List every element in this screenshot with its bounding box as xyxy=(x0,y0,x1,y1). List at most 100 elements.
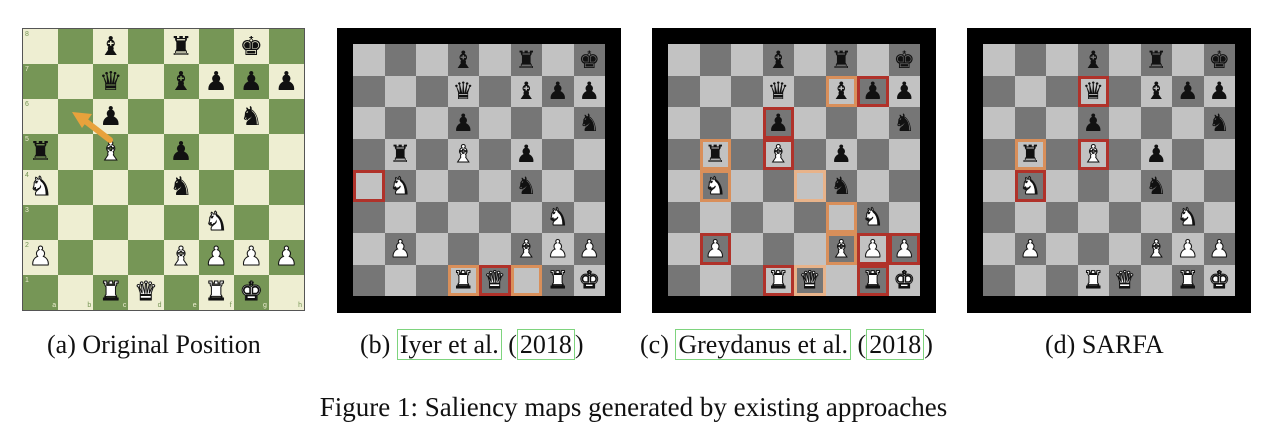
white-bishop-icon: ♝ xyxy=(515,234,537,263)
square-d4 xyxy=(447,170,479,202)
black-pawn-icon: ♟ xyxy=(830,140,852,169)
square-a2 xyxy=(983,233,1015,265)
citation-link-year-c[interactable]: 2018 xyxy=(866,329,925,360)
black-pawn-icon: ♟ xyxy=(1145,140,1167,169)
black-pawn-icon: ♟ xyxy=(861,77,884,106)
square-b4 xyxy=(58,169,94,205)
square-f1: ♜f xyxy=(198,274,234,310)
citation-link-iyer[interactable]: Iyer et al. xyxy=(396,329,502,360)
white-queen-icon: ♛ xyxy=(483,266,506,295)
square-g1: ♜ xyxy=(1172,264,1204,296)
square-c7 xyxy=(731,75,763,107)
black-knight-icon: ♞ xyxy=(1208,108,1230,137)
square-d3 xyxy=(762,201,794,233)
black-pawn-icon: ♟ xyxy=(274,66,299,97)
square-c2 xyxy=(93,239,129,275)
square-d8: ♝ xyxy=(762,44,794,76)
black-bishop-icon: ♝ xyxy=(830,77,852,106)
black-rook-icon: ♜ xyxy=(704,140,726,169)
square-a3 xyxy=(353,201,385,233)
square-a4 xyxy=(668,170,700,202)
citation-link-greydanus[interactable]: Greydanus et al. xyxy=(675,329,852,360)
black-bishop-icon: ♝ xyxy=(169,66,193,97)
black-rook-icon: ♜ xyxy=(28,136,53,167)
white-pawn-icon: ♟ xyxy=(389,234,411,263)
square-h4 xyxy=(573,170,605,202)
square-g1: ♜ xyxy=(857,264,889,296)
square-b4: ♞ xyxy=(1014,170,1046,202)
square-b2: ♟ xyxy=(699,233,731,265)
square-h8: ♚ xyxy=(573,44,605,76)
square-f2: ♝ xyxy=(510,233,542,265)
square-d6: ♟ xyxy=(1077,107,1109,139)
square-a6 xyxy=(353,107,385,139)
square-g6 xyxy=(542,107,574,139)
square-f4: ♞ xyxy=(1140,170,1172,202)
square-a2 xyxy=(353,233,385,265)
white-bishop-icon: ♝ xyxy=(169,242,193,273)
square-e5 xyxy=(794,138,826,170)
square-h5 xyxy=(888,138,920,170)
white-rook-icon: ♜ xyxy=(452,266,474,295)
square-b2 xyxy=(58,239,94,275)
square-d7: ♛ xyxy=(447,75,479,107)
black-pawn-icon: ♟ xyxy=(1176,77,1199,106)
square-c5 xyxy=(731,138,763,170)
black-king-icon: ♚ xyxy=(578,45,600,74)
caption-b-paren: ( xyxy=(501,330,517,359)
rank-label: 1 xyxy=(25,276,29,284)
white-pawn-icon: ♟ xyxy=(861,234,884,263)
square-h5 xyxy=(268,134,304,170)
white-king-icon: ♚ xyxy=(239,277,263,308)
square-d2 xyxy=(1077,233,1109,265)
square-c2 xyxy=(731,233,763,265)
square-c4 xyxy=(93,169,129,205)
square-d1: ♜ xyxy=(447,264,479,296)
square-g2: ♟ xyxy=(1172,233,1204,265)
square-b3 xyxy=(384,201,416,233)
square-c2 xyxy=(416,233,448,265)
square-d8: ♝ xyxy=(1077,44,1109,76)
black-queen-icon: ♛ xyxy=(452,77,474,106)
rank-label: 8 xyxy=(25,31,29,38)
citation-link-year-b[interactable]: 2018 xyxy=(516,329,575,360)
black-bishop-icon: ♝ xyxy=(1082,45,1104,74)
square-f7: ♝ xyxy=(510,75,542,107)
black-pawn-icon: ♟ xyxy=(169,136,193,167)
white-king-icon: ♚ xyxy=(1208,266,1230,295)
square-a6: 6 xyxy=(23,99,59,135)
board-grid-b: ♝♜♚♛♝♟♟♟♞♜♝♟♞♞♞♟♝♟♟♜♛♜♚ xyxy=(353,44,605,296)
square-b7 xyxy=(1014,75,1046,107)
square-a1 xyxy=(983,264,1015,296)
square-c4 xyxy=(1046,170,1078,202)
white-pawn-icon: ♟ xyxy=(204,242,228,273)
white-bishop-icon: ♝ xyxy=(99,136,123,167)
square-c7 xyxy=(416,75,448,107)
square-d1: ♛d xyxy=(128,274,164,310)
square-h4 xyxy=(1203,170,1235,202)
square-f5: ♟ xyxy=(510,138,542,170)
square-d4 xyxy=(762,170,794,202)
caption-d-text: (d) SARFA xyxy=(1045,330,1164,359)
black-rook-icon: ♜ xyxy=(1145,45,1167,74)
square-e2: ♝ xyxy=(163,239,199,275)
white-king-icon: ♚ xyxy=(893,266,915,295)
caption-c-paren: ( xyxy=(851,330,867,359)
square-a7 xyxy=(983,75,1015,107)
board-grid-c: ♝♜♚♛♝♟♟♟♞♜♝♟♞♞♞♟♝♟♟♜♛♜♚ xyxy=(668,44,920,296)
square-c1: ♜c xyxy=(93,274,129,310)
square-a3 xyxy=(983,201,1015,233)
black-pawn-icon: ♟ xyxy=(239,66,263,97)
square-e3 xyxy=(479,201,511,233)
black-pawn-icon: ♟ xyxy=(99,101,123,132)
square-c6 xyxy=(1046,107,1078,139)
square-d2 xyxy=(762,233,794,265)
file-label: a xyxy=(52,302,57,309)
black-knight-icon: ♞ xyxy=(893,108,915,137)
square-b8 xyxy=(1014,44,1046,76)
white-rook-icon: ♜ xyxy=(546,266,569,295)
white-knight-icon: ♞ xyxy=(389,171,411,200)
caption-a-text: (a) Original Position xyxy=(47,330,261,359)
white-queen-icon: ♛ xyxy=(134,277,158,308)
black-queen-icon: ♛ xyxy=(99,66,123,97)
